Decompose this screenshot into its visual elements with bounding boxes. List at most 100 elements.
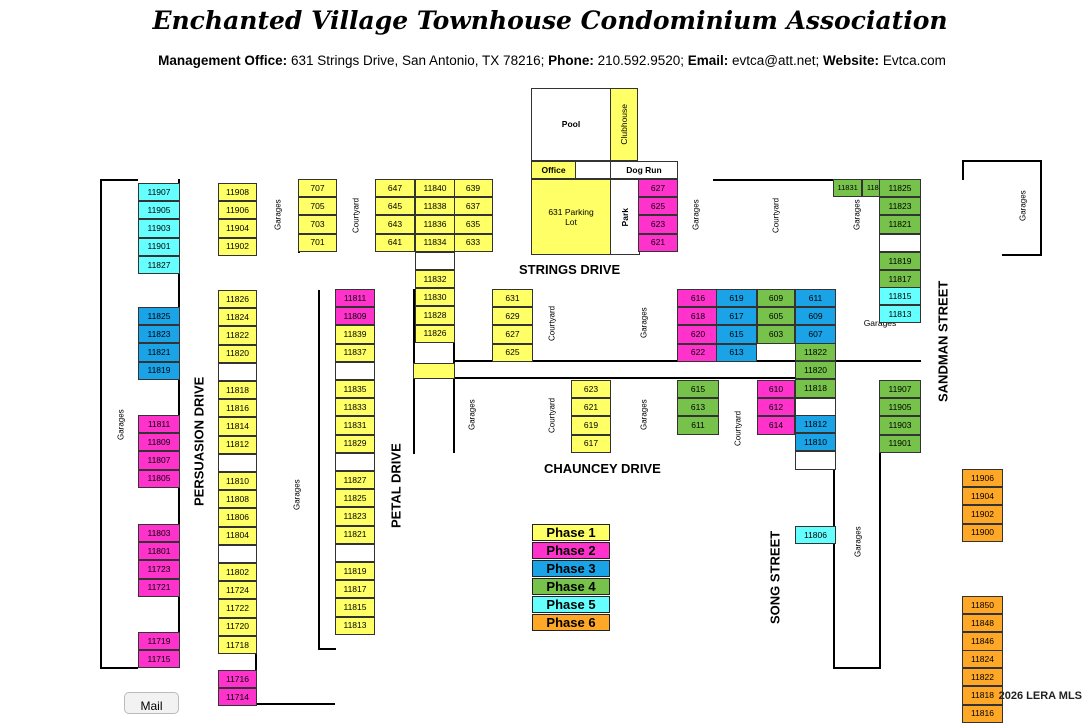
road-line (318, 290, 320, 650)
unit-11810: 11810 (795, 433, 836, 452)
unit-613: 613 (716, 343, 757, 362)
road-line (100, 667, 138, 669)
email-label: Email: (687, 53, 729, 68)
mgmt-office-label: Management Office: (158, 53, 288, 68)
unit-11907: 11907 (879, 380, 921, 399)
unit-11817: 11817 (335, 580, 375, 599)
unit-639: 639 (453, 179, 493, 198)
courtyard-label: Courtyard (351, 197, 361, 233)
unit-11808: 11808 (218, 490, 257, 509)
blank-lot (795, 451, 836, 470)
unit-11818: 11818 (795, 379, 836, 398)
unit-618: 618 (677, 307, 719, 326)
unit-11829: 11829 (335, 434, 375, 453)
unit-627: 627 (492, 325, 533, 344)
unit-11720: 11720 (218, 617, 257, 636)
unit-637: 637 (453, 197, 493, 216)
unit-11833: 11833 (335, 398, 375, 417)
dog-run-label: Dog Run (626, 164, 662, 175)
unit-11809: 11809 (335, 307, 375, 326)
unit-621: 621 (571, 398, 611, 417)
dog-run: Dog Run (610, 161, 678, 179)
unit-11803: 11803 (138, 524, 180, 543)
legend-phase6: Phase 6 (532, 614, 610, 631)
blank-lot (218, 362, 257, 381)
unit-11839: 11839 (335, 325, 375, 344)
unit-11901: 11901 (138, 237, 180, 256)
unit-623: 623 (571, 380, 611, 399)
blank-lot (335, 361, 375, 380)
pool: Pool (531, 88, 611, 161)
unit-11821: 11821 (335, 525, 375, 544)
street-strings-drive: STRINGS DRIVE (519, 262, 621, 277)
unit-614: 614 (757, 416, 795, 435)
unit-701: 701 (298, 233, 337, 252)
unit-11813: 11813 (879, 305, 921, 324)
garages-label: Garages (639, 307, 649, 339)
unit-11848: 11848 (962, 614, 1003, 633)
garages-label: Garages (116, 409, 126, 441)
unit-629: 629 (492, 307, 533, 326)
street-petal-drive: PETAL DRIVE (388, 443, 404, 529)
unit-11903: 11903 (879, 416, 921, 435)
management-info: Management Office: 631 Strings Drive, Sa… (0, 53, 1086, 68)
unit-11802: 11802 (218, 563, 257, 582)
unit-11722: 11722 (218, 599, 257, 618)
unit-11902: 11902 (962, 505, 1003, 524)
unit-11835: 11835 (335, 380, 375, 399)
unit-11904: 11904 (218, 219, 257, 238)
unit-11825: 11825 (335, 489, 375, 508)
unit-11901: 11901 (879, 434, 921, 453)
unit-11906: 11906 (218, 201, 257, 220)
unit-11821: 11821 (879, 215, 921, 234)
clubhouse: Clubhouse (610, 88, 638, 161)
unit-625: 625 (492, 343, 533, 362)
unit-622: 622 (677, 343, 719, 362)
unit-617: 617 (716, 307, 757, 326)
unit-705: 705 (298, 197, 337, 216)
courtyard-label: Courtyard (771, 197, 781, 233)
blank-lot (335, 452, 375, 471)
unit-11825: 11825 (138, 307, 180, 326)
unit-11812: 11812 (218, 435, 257, 454)
unit-615: 615 (716, 325, 757, 344)
unit-11903: 11903 (138, 219, 180, 238)
unit-11810: 11810 (218, 472, 257, 491)
unit-11904: 11904 (962, 487, 1003, 506)
unit-609: 609 (757, 289, 795, 308)
unit-610: 610 (757, 380, 795, 399)
unit-11818: 11818 (218, 381, 257, 400)
unit-11837: 11837 (335, 343, 375, 362)
unit-11807: 11807 (138, 451, 180, 470)
page-title: Enchanted Village Townhouse Condominium … (152, 6, 948, 35)
unit-619: 619 (716, 289, 757, 308)
unit-11828: 11828 (415, 306, 455, 325)
garages-label: Garages (853, 526, 863, 558)
mail-button[interactable]: Mail (124, 692, 179, 714)
blank-lot (335, 543, 375, 562)
unit-611: 611 (795, 289, 836, 308)
unit-11714: 11714 (218, 688, 257, 707)
unit-11823: 11823 (335, 507, 375, 526)
road-line (453, 360, 833, 362)
unit-11816: 11816 (218, 399, 257, 418)
unit-613: 613 (677, 398, 719, 417)
unit-631: 631 (492, 289, 533, 308)
copyright-notice: 2026 LERA MLS (998, 690, 1082, 702)
unit-11827: 11827 (335, 471, 375, 490)
phone-label: Phone: (548, 53, 594, 68)
unit-11806: 11806 (795, 526, 836, 545)
unit-11812: 11812 (795, 415, 836, 434)
park-label: Park (619, 207, 630, 227)
road-line (833, 465, 835, 668)
road-line (879, 578, 881, 668)
unit-612: 612 (757, 398, 795, 417)
unit-11822: 11822 (795, 343, 836, 362)
unit-11840: 11840 (415, 179, 455, 198)
unit-11822: 11822 (962, 668, 1003, 687)
unit-11801: 11801 (138, 542, 180, 561)
street-persuasion-drive: PERSUASION DRIVE (191, 376, 207, 506)
road-line (318, 648, 336, 650)
unit-11826: 11826 (415, 324, 455, 343)
unit-11831: 11831 (833, 179, 863, 197)
